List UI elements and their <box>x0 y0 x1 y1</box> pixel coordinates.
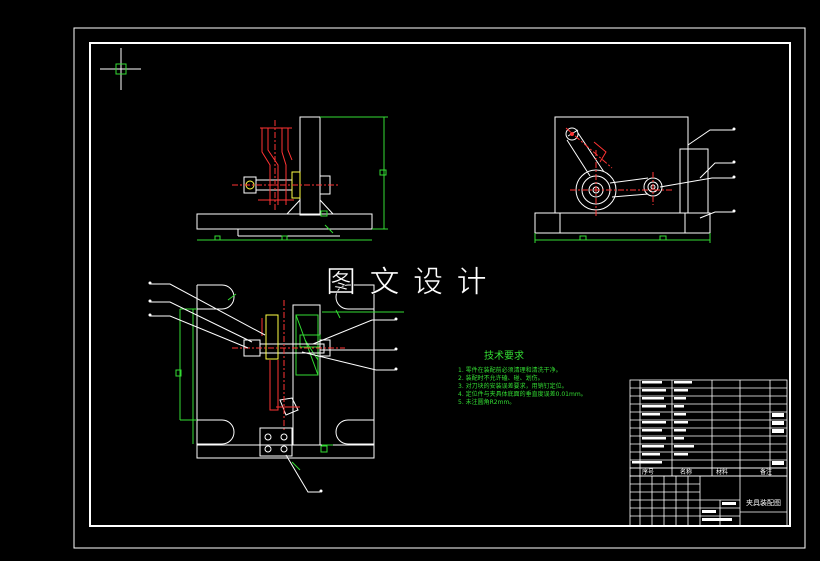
bom-header-name: 名称 <box>680 468 692 476</box>
front-view <box>196 116 388 241</box>
title-block <box>629 475 788 527</box>
top-view <box>148 281 404 493</box>
bom-header-remark: 备注 <box>760 468 772 476</box>
crosshair-cursor-icon <box>100 48 141 90</box>
bom-header: 序号 名称 材料 备注 <box>642 468 772 476</box>
bom-header-material: 材料 <box>716 468 728 476</box>
note-line: 2. 装配时不允许磕、碰、划伤。 <box>458 374 544 382</box>
watermark-text: 图 文 设 计 <box>326 265 489 300</box>
notes-list: 1. 零件在装配前必须清理和清洗干净。 2. 装配时不允许磕、碰、划伤。 3. … <box>458 366 587 406</box>
note-line: 1. 零件在装配前必须清理和清洗干净。 <box>458 366 562 374</box>
note-line: 3. 对刀块的安装误差要求，用销钉定位。 <box>458 382 568 390</box>
note-line: 4. 定位件与夹具体底面的垂直度误差0.01mm。 <box>458 390 587 398</box>
drawing-name-label: 夹具装配图 <box>746 498 781 507</box>
note-line: 5. 未注圆角R2mm。 <box>458 398 515 406</box>
bom-filled-text <box>632 381 784 465</box>
outer-border <box>73 27 806 549</box>
notes-title: 技术要求 <box>484 349 524 362</box>
side-view <box>534 116 736 243</box>
bom-header-index: 序号 <box>642 468 654 476</box>
title-block-fills <box>702 502 736 521</box>
inner-border <box>89 42 791 527</box>
